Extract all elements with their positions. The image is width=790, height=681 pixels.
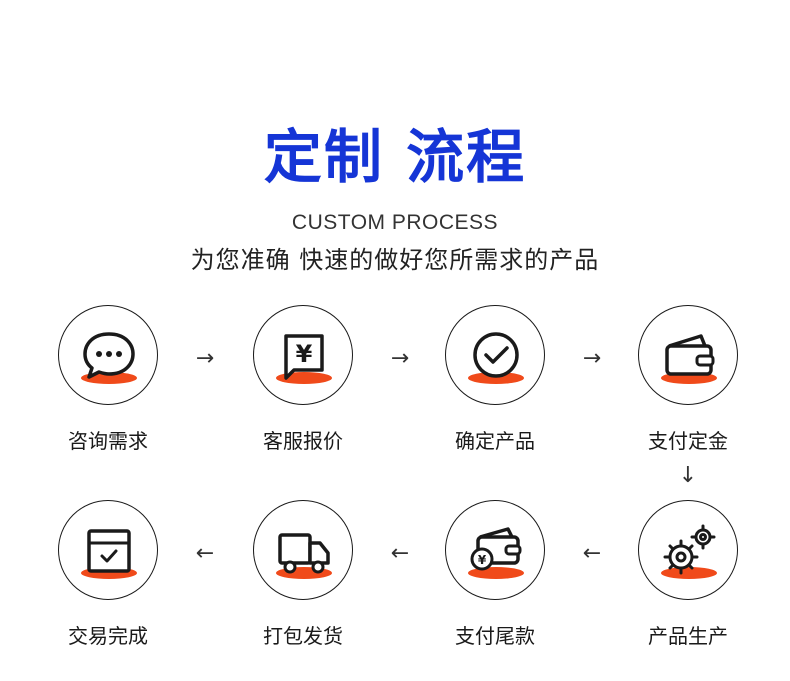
step-deposit-circle — [638, 305, 738, 405]
chat-bubble-icon — [81, 332, 137, 384]
step-ship-circle — [253, 500, 353, 600]
step-complete-label: 交易完成 — [68, 624, 148, 648]
arrow-left-2: ← — [390, 541, 410, 566]
quote-yen-icon: ¥ — [276, 334, 332, 384]
wallet-yen-icon: ¥ — [468, 527, 524, 579]
truck-icon — [276, 533, 332, 579]
arrow-right-2: → — [390, 346, 410, 371]
arrow-left-3: ← — [582, 541, 602, 566]
svg-text:¥: ¥ — [296, 340, 313, 368]
step-quote-circle: ¥ — [253, 305, 353, 405]
subtitle-chinese: 为您准确 快速的做好您所需求的产品 — [190, 246, 600, 274]
arrow-right-3: → — [582, 346, 602, 371]
check-circle-icon — [468, 332, 524, 384]
gears-icon — [661, 524, 717, 579]
step-produce-circle — [638, 500, 738, 600]
step-confirm-label: 确定产品 — [455, 429, 535, 453]
page-title: 定制 流程 — [263, 123, 527, 191]
step-deposit-label: 支付定金 — [648, 429, 728, 453]
subtitle-english: CUSTOM PROCESS — [291, 211, 499, 234]
arrow-left-1: ← — [195, 541, 215, 566]
step-produce-label: 产品生产 — [648, 624, 728, 648]
step-balance-circle: ¥ — [445, 500, 545, 600]
step-complete-circle — [58, 500, 158, 600]
step-quote-label: 客服报价 — [263, 429, 343, 453]
step-consult-circle — [58, 305, 158, 405]
step-confirm-circle — [445, 305, 545, 405]
box-check-icon — [81, 529, 137, 579]
step-ship-label: 打包发货 — [263, 624, 343, 648]
arrow-down: ↓ — [678, 463, 698, 488]
wallet-icon — [661, 334, 717, 384]
svg-text:¥: ¥ — [478, 553, 487, 567]
step-consult-label: 咨询需求 — [68, 429, 148, 453]
arrow-right-1: → — [195, 346, 215, 371]
step-balance-label: 支付尾款 — [455, 624, 535, 648]
